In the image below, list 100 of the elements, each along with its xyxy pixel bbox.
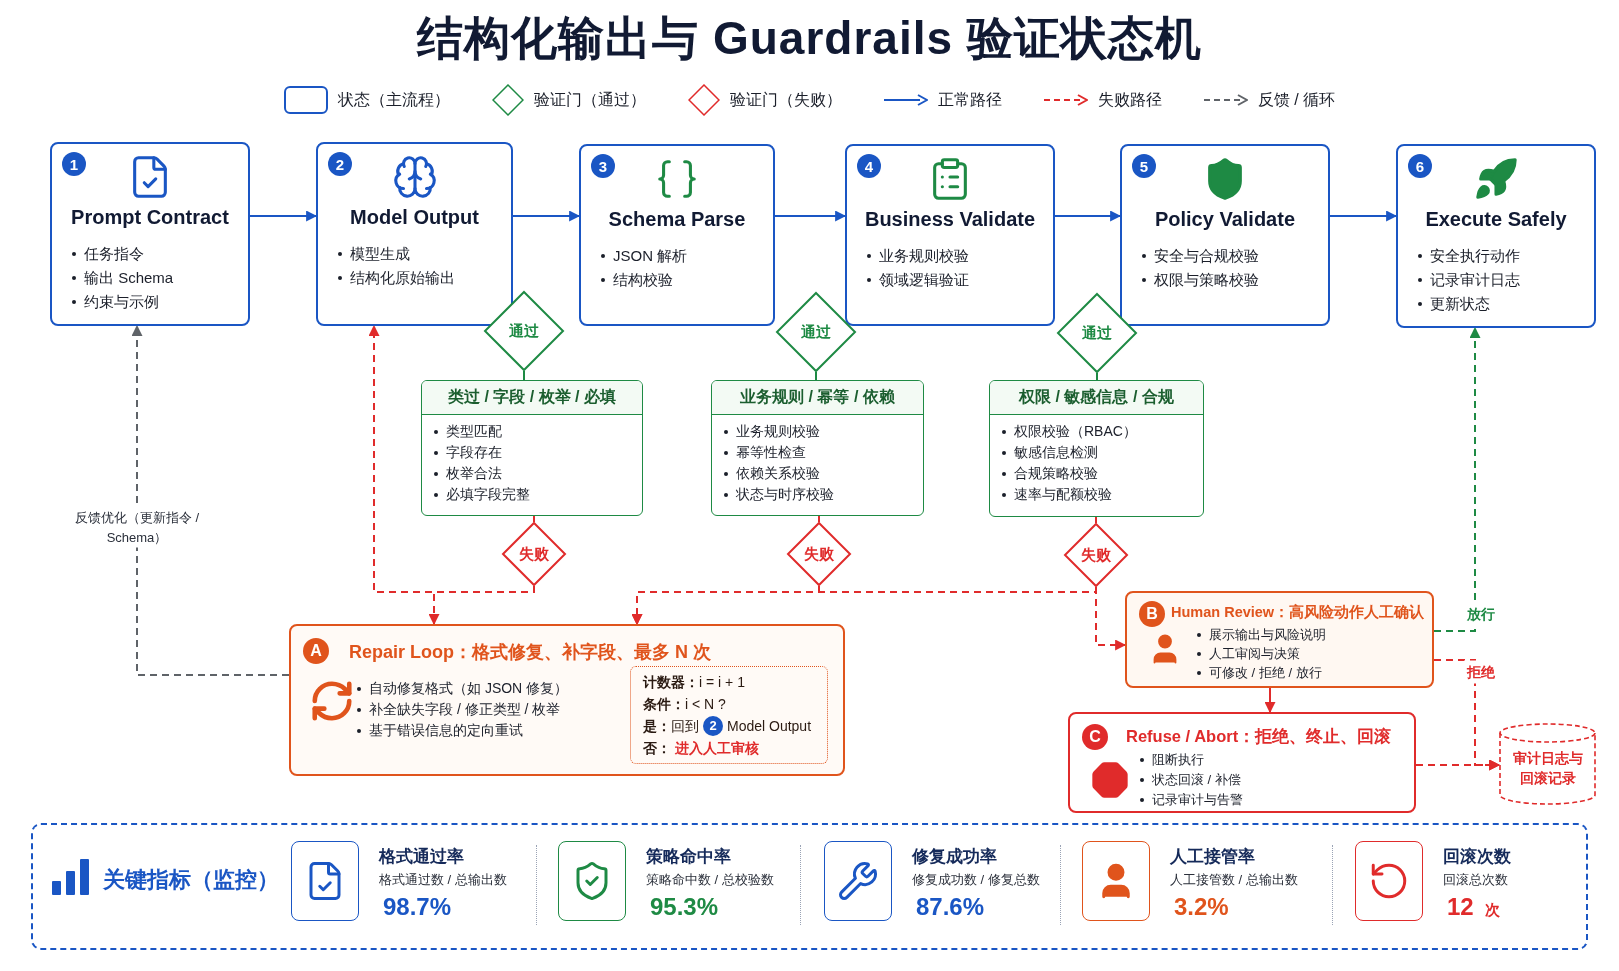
bullet-text: 状态回滚 / 补偿 [1152, 771, 1241, 789]
bullet-text: 任务指令 [84, 244, 144, 264]
arrow [1415, 759, 1501, 771]
state-title: Execute Safely [1424, 208, 1568, 231]
metric-formula: 回滚总次数 [1443, 871, 1508, 889]
step-number-badge: 3 [591, 154, 615, 178]
gate-label: 通过 [801, 322, 831, 342]
metric-formula: 修复成功数 / 修复总数 [912, 871, 1040, 889]
fail-gate-diamond [502, 522, 566, 586]
metric-formula: 格式通过数 / 总输出数 [379, 871, 507, 889]
refuse-abort-box [1068, 712, 1416, 813]
bullet-text: 幂等性检查 [736, 443, 806, 462]
edge-label: 拒绝 [1464, 660, 1498, 684]
state-title: Prompt Contract [70, 206, 230, 229]
state-title: Policy Validate [1153, 208, 1297, 231]
metric-value: 12 [1447, 893, 1474, 921]
metric-unit: 次 [1485, 901, 1500, 920]
state-title: Model Output [349, 206, 480, 229]
state-box [1396, 144, 1596, 328]
connector-line [815, 371, 817, 381]
bullet-text: 领域逻辑验证 [879, 270, 969, 290]
counter-note-text: 进入人工审核 [675, 739, 759, 758]
arrow [774, 210, 847, 222]
metric-value: 98.7% [383, 893, 452, 921]
counter-note-text: 是：回到 [643, 717, 699, 736]
arrow [131, 324, 290, 676]
arrow [1329, 210, 1398, 222]
metric-value: 87.6% [916, 893, 985, 921]
legend-label: 验证门（失败） [729, 89, 842, 110]
check-list-box [989, 380, 1204, 517]
legend-label: 状态（主流程） [337, 89, 450, 110]
repair-loop-box [289, 624, 845, 776]
panel-title: 关键指标（监控） [103, 866, 279, 894]
bullet-text: 阻断执行 [1152, 751, 1204, 769]
bullet-text: 枚举合法 [446, 464, 502, 483]
bullet-text: 可修改 / 拒绝 / 放行 [1209, 664, 1322, 682]
check-title: 业务规则 / 幂等 / 依赖 [740, 387, 895, 407]
bullet-text: 记录审计与告警 [1152, 791, 1243, 809]
state-title: Business Validate [863, 208, 1037, 231]
metric-value: 95.3% [650, 893, 719, 921]
letter-badge: B [1139, 601, 1165, 627]
bullet-text: 类型匹配 [446, 422, 502, 441]
state-box [50, 142, 250, 326]
fail-gate-diamond [1064, 523, 1128, 587]
box-title: Human Review：高风险动作人工确认 [1171, 603, 1425, 622]
metrics-panel [31, 823, 1588, 950]
metric-title: 修复成功率 [912, 846, 997, 868]
arrow [249, 210, 318, 222]
step-number-badge: 2 [328, 152, 352, 176]
gate-label: 通过 [1082, 323, 1112, 343]
metric-title: 格式通过率 [379, 846, 464, 868]
step-number-badge: 4 [857, 154, 881, 178]
bullet-text: JSON 解析 [613, 246, 688, 266]
check-list-box [421, 380, 643, 516]
box-title: Refuse / Abort：拒绝、终止、回滚 [1126, 726, 1392, 747]
box-title: Repair Loop：格式修复、补字段、最多 N 次 [349, 641, 711, 664]
gate-label: 失败 [1081, 545, 1111, 565]
metric-title: 人工接管率 [1170, 846, 1255, 868]
connector-line [1095, 516, 1097, 524]
step-number-badge: 6 [1408, 154, 1432, 178]
connector-line [1096, 372, 1098, 381]
metric-value: 3.2% [1174, 893, 1229, 921]
arrow [1433, 326, 1481, 632]
legend-label: 验证门（通过） [533, 89, 646, 110]
counter-note-text: 条件：i < N ? [643, 695, 726, 714]
bullet-text: 状态与时序校验 [736, 485, 834, 504]
check-title: 类过 / 字段 / 枚举 / 必填 [448, 387, 616, 407]
step-number-badge: 1 [62, 152, 86, 176]
bullet-text: 安全执行动作 [1430, 246, 1520, 266]
bullet-text: 必填字段完整 [446, 485, 530, 504]
connector-line [818, 515, 820, 523]
arrow [428, 585, 535, 626]
bullet-text: 约束与示例 [84, 292, 159, 312]
bullet-text: 人工审阅与决策 [1209, 645, 1300, 663]
legend-label: 失败路径 [1097, 89, 1162, 110]
bullet-text: 基于错误信息的定向重试 [369, 721, 523, 740]
edge-label: 放行 [1464, 602, 1498, 626]
check-title: 权限 / 敏感信息 / 合规 [1019, 387, 1174, 407]
bullet-text: 权限校验（RBAC） [1014, 422, 1137, 441]
gate-label: 通过 [509, 321, 539, 341]
state-box [579, 144, 775, 326]
cylinder-label: 审计日志与回滚记录 [1511, 749, 1584, 788]
diagram-title: 结构化输出与 Guardrails 验证状态机 [415, 11, 1203, 66]
bullet-text: 依赖关系校验 [736, 464, 820, 483]
state-box [1120, 144, 1330, 326]
bullet-text: 自动修复格式（如 JSON 修复） [369, 679, 569, 698]
step-number-badge: 5 [1132, 154, 1156, 178]
arrow [1054, 210, 1122, 222]
audit-log-cylinder [1499, 723, 1596, 805]
bullet-text: 记录审计日志 [1430, 270, 1520, 290]
bullet-text: 合规策略校验 [1014, 464, 1098, 483]
arrow [512, 210, 581, 222]
counter-note-text: 计数器：i = i + 1 [643, 673, 745, 692]
legend-label: 正常路径 [937, 89, 1002, 110]
bullet-text: 敏感信息检测 [1014, 443, 1098, 462]
fail-gate-diamond [787, 522, 851, 586]
bullet-text: 安全与合规校验 [1154, 246, 1259, 266]
pass-gate-diamond [1057, 293, 1137, 373]
metric-title: 策略命中率 [646, 846, 731, 868]
gate-label: 失败 [519, 544, 549, 564]
